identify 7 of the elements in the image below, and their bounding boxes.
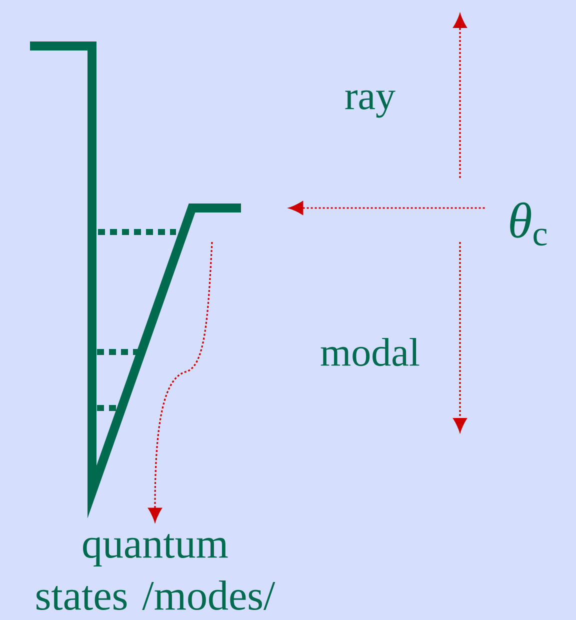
region-label: modal — [320, 338, 420, 366]
region-label: ray — [345, 90, 396, 118]
caption-text: quantum states /modes/ — [36, 534, 276, 610]
level-bar — [195, 204, 241, 212]
angle-symbol: θ$_{c}$ — [510, 202, 547, 246]
arrow — [289, 201, 485, 215]
arrow — [148, 242, 213, 522]
